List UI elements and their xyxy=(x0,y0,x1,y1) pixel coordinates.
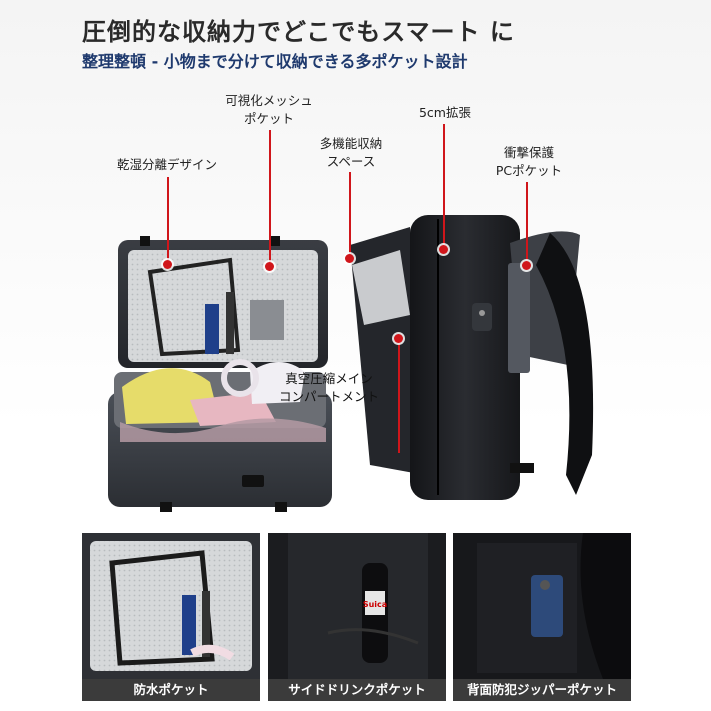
leader-vacuum-compartment xyxy=(398,338,400,453)
callout-pc-pocket: 衝撃保護 PCポケット xyxy=(484,144,574,180)
callout-wet-dry-text: 乾湿分離デザイン xyxy=(116,157,217,172)
side-backpack-image xyxy=(350,215,594,500)
dot-pc-pocket xyxy=(522,261,531,270)
anti-theft-pocket-image xyxy=(453,533,631,679)
callout-vacuum-line2: コンパートメント xyxy=(278,389,379,404)
leader-pc-pocket xyxy=(526,182,528,264)
main-body xyxy=(410,215,520,500)
callout-multi-storage: 多機能収納 スペース xyxy=(306,135,396,171)
dot-mesh-pocket xyxy=(265,262,274,271)
open-backpack-image xyxy=(108,236,332,512)
callout-wet-dry: 乾湿分離デザイン xyxy=(112,156,222,174)
dot-vacuum-compartment xyxy=(394,334,403,343)
callout-mesh-line1: 可視化メッシュ xyxy=(225,93,313,108)
leader-expand xyxy=(443,124,445,248)
callout-vacuum-line1: 真空圧縮メイン xyxy=(285,371,373,386)
callout-expand: 5cm拡張 xyxy=(405,104,485,122)
thumbnail-waterproof-pocket xyxy=(82,533,260,679)
leader-multi-storage xyxy=(349,172,351,257)
callout-multi-line2: スペース xyxy=(326,154,376,169)
dot-expand xyxy=(439,245,448,254)
callout-mesh-line2: ポケット xyxy=(243,111,294,126)
thumbnail-side-drink-pocket: Suica xyxy=(268,533,446,679)
headline: 圧倒的な収納力でどこでもスマート に xyxy=(82,18,515,46)
thumbnail-anti-theft-pocket xyxy=(453,533,631,679)
caption-side-drink-pocket: サイドドリンクポケット xyxy=(268,679,446,701)
side-drink-pocket-image: Suica xyxy=(268,533,446,679)
dot-wet-dry xyxy=(163,260,172,269)
leader-wet-dry xyxy=(167,177,169,263)
bottle-label: Suica xyxy=(363,600,387,609)
shoulder-strap xyxy=(536,233,594,495)
callout-multi-line1: 多機能収納 xyxy=(319,136,383,151)
callout-vacuum-compartment: 真空圧縮メイン コンパートメント xyxy=(266,370,392,406)
callout-pc-line1: 衝撃保護 xyxy=(503,145,554,160)
caption-anti-theft-pocket: 背面防犯ジッパーポケット xyxy=(453,679,631,701)
leader-mesh-pocket xyxy=(269,130,271,263)
callout-pc-line2: PCポケット xyxy=(495,163,563,178)
callout-expand-text: 5cm拡張 xyxy=(418,105,471,120)
waterproof-pocket-image xyxy=(82,533,260,679)
callout-mesh-pocket: 可視化メッシュ ポケット xyxy=(215,92,323,128)
dot-multi-storage xyxy=(345,254,354,263)
subline: 整理整頓 - 小物まで分けて収納できる多ポケット設計 xyxy=(82,52,468,71)
caption-waterproof-pocket: 防水ポケット xyxy=(82,679,260,701)
